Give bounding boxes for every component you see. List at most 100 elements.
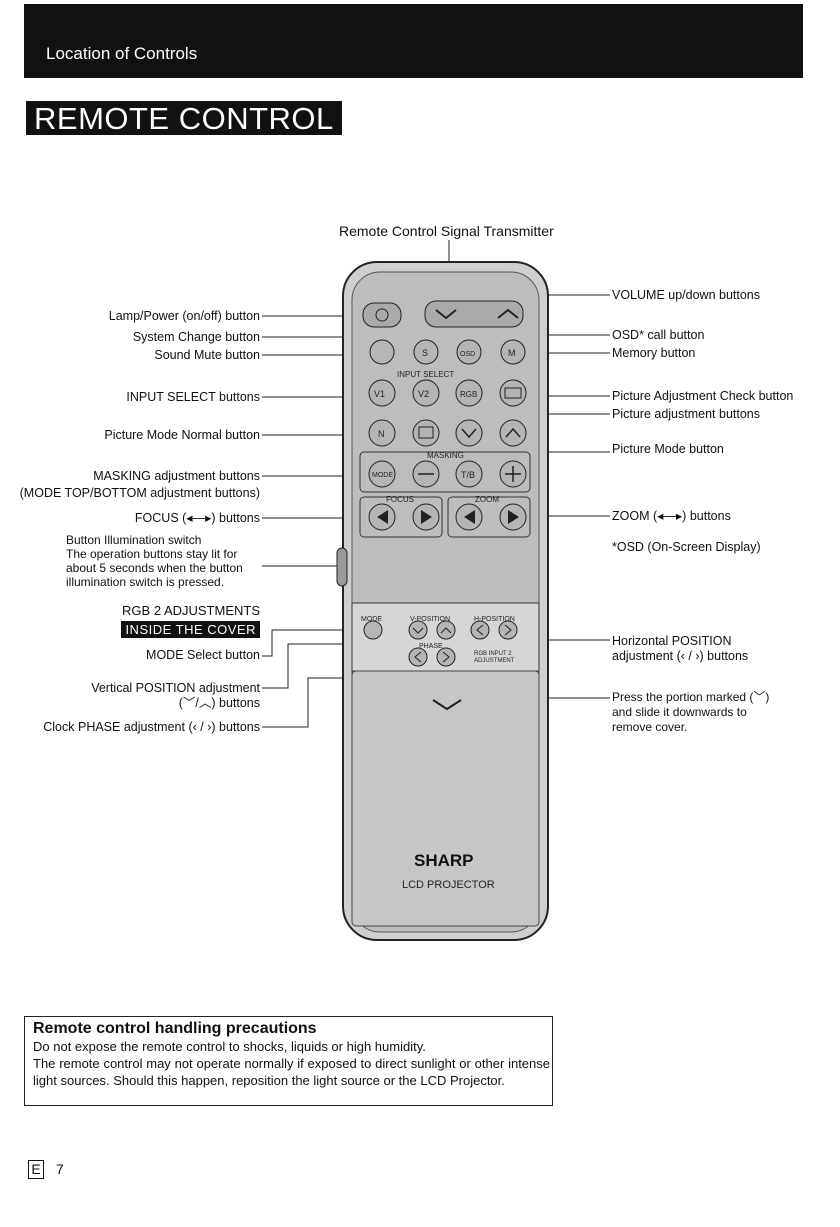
osd-call-label: OSD* call button — [612, 328, 705, 342]
vpos-down-button[interactable] — [408, 620, 428, 640]
zoom-group — [447, 496, 531, 538]
arrow-right-icon — [421, 510, 432, 524]
clock-phase-label: Clock PHASE adjustment (‹ / ›) buttons — [43, 720, 260, 734]
btn-osd-label: OSD — [460, 351, 475, 358]
cover-mode-select-button[interactable] — [363, 620, 383, 640]
phase-left-button[interactable] — [408, 647, 428, 667]
picture-normal-label: Picture Mode Normal button — [104, 428, 260, 442]
pic-mode-label: Picture Mode button — [612, 442, 724, 456]
btn-n-label: N — [378, 429, 385, 439]
precautions-box: Remote control handling precautions Do n… — [24, 1016, 553, 1106]
v1-button[interactable] — [368, 379, 396, 407]
hpos-label-1: Horizontal POSITION — [612, 634, 732, 648]
picture-mode-button[interactable] — [412, 419, 440, 447]
vpos-label-1: Vertical POSITION adjustment — [91, 681, 260, 695]
page-number: 7 — [56, 1161, 64, 1177]
masking-mode-button[interactable] — [368, 460, 396, 488]
vpos-label-2: (﹀/︿) buttons — [178, 696, 260, 710]
btn-rgb-label: RGB — [460, 390, 477, 399]
v2-button[interactable] — [412, 379, 440, 407]
page-title: REMOTE CONTROL — [26, 101, 342, 136]
input-select-label-text: INPUT SELECT buttons — [126, 390, 260, 404]
btn-m-label: M — [508, 348, 516, 358]
model-label: LCD PROJECTOR — [402, 879, 495, 891]
memory-label: Memory button — [612, 346, 696, 360]
cover-vpos-label: V-POSITION — [410, 616, 450, 623]
focus-label: FOCUS — [386, 495, 414, 504]
picture-icon — [418, 426, 434, 439]
precautions-line-1: Do not expose the remote control to shoc… — [33, 1039, 426, 1054]
transmitter-label: Remote Control Signal Transmitter — [339, 223, 554, 239]
section-header-bar: Location of Controls — [24, 4, 803, 78]
memory-button[interactable] — [500, 339, 526, 365]
focus-label-text: FOCUS (◂—▸) buttons — [134, 511, 260, 525]
system-change-label: System Change button — [132, 330, 260, 344]
input-select-label: INPUT SELECT — [397, 370, 454, 379]
chevron-left-icon — [476, 624, 484, 636]
hpos-right-button[interactable] — [498, 620, 518, 640]
arrow-right-icon — [508, 510, 519, 524]
power-icon — [375, 308, 389, 322]
volume-label: VOLUME up/down buttons — [612, 288, 760, 302]
focus-group — [359, 496, 443, 538]
system-change-button[interactable] — [413, 339, 439, 365]
inside-cover-tag: INSIDE THE COVER — [121, 621, 260, 638]
osd-button[interactable] — [456, 339, 482, 365]
chevron-up-icon — [505, 427, 521, 438]
btn-s-label: S — [422, 348, 428, 358]
chevron-down-icon — [412, 627, 424, 634]
chevron-right-icon — [442, 651, 450, 663]
pic-adj-label: Picture adjustment buttons — [612, 407, 760, 421]
zoom-label-text: ZOOM (◂—▸) buttons — [612, 509, 731, 523]
picture-adjust-down-button[interactable] — [455, 419, 483, 447]
sound-mute-label: Sound Mute button — [154, 348, 260, 362]
picture-adjust-up-button[interactable] — [499, 419, 527, 447]
leader-lines — [262, 240, 610, 728]
power-button[interactable] — [362, 302, 402, 328]
vpos-up-button[interactable] — [436, 620, 456, 640]
illumination-line-2: The operation buttons stay lit for — [66, 547, 238, 561]
language-tag: E — [28, 1160, 44, 1179]
cover-chevron-icon — [432, 699, 462, 711]
illumination-line-3: about 5 seconds when the button — [66, 561, 243, 575]
inside-cover-label: INSIDE THE COVER — [121, 621, 260, 638]
cover-mode-label: MODE — [361, 616, 382, 623]
chevron-up-icon — [440, 627, 452, 634]
volume-buttons[interactable] — [424, 300, 524, 328]
brand-logo: SHARP — [414, 851, 474, 870]
phase-right-button[interactable] — [436, 647, 456, 667]
cover-label-1: Press the portion marked (﹀) — [612, 690, 770, 704]
masking-tb-button[interactable] — [455, 460, 483, 488]
illumination-line-4: illumination switch is pressed. — [66, 575, 225, 589]
precautions-line-2: The remote control may not operate norma… — [33, 1056, 550, 1088]
osd-note-label: *OSD (On-Screen Display) — [612, 540, 761, 554]
btn-tb-label: T/B — [461, 470, 475, 480]
chevron-left-icon — [414, 651, 422, 663]
arrow-left-icon — [464, 510, 475, 524]
btn-v2-label: V2 — [418, 389, 429, 399]
masking-label-text: MASKING adjustment buttons — [93, 469, 260, 483]
btn-mode-label: MODE — [372, 472, 393, 479]
section-header-text: Location of Controls — [46, 44, 198, 63]
picture-adjustment-check-button[interactable] — [499, 379, 527, 407]
slide-cover[interactable] — [351, 670, 540, 927]
masking-label: MASKING — [427, 451, 464, 460]
illumination-line-1: Button Illumination switch — [66, 533, 202, 547]
volume-down-icon — [435, 309, 457, 320]
cover-rgb-label-1: RGB INPUT 2 — [474, 651, 512, 657]
illumination-switch[interactable] — [336, 547, 348, 587]
rgb-button[interactable] — [455, 379, 483, 407]
lamp-power-label: Lamp/Power (on/off) button — [108, 309, 260, 323]
masking-sub-label: (MODE TOP/BOTTOM adjustment buttons) — [19, 486, 260, 500]
hpos-label-2: adjustment (‹ / ›) buttons — [612, 649, 749, 663]
hpos-left-button[interactable] — [470, 620, 490, 640]
pic-adj-check-label: Picture Adjustment Check button — [612, 389, 794, 403]
masking-group — [359, 451, 531, 493]
arrow-left-icon — [377, 510, 388, 524]
mute-button[interactable] — [369, 339, 395, 365]
cover-label-3: remove cover. — [612, 720, 688, 734]
screen-icon — [504, 387, 522, 399]
cover-label-2: and slide it downwards to — [612, 705, 747, 719]
picture-normal-button[interactable] — [368, 419, 396, 447]
